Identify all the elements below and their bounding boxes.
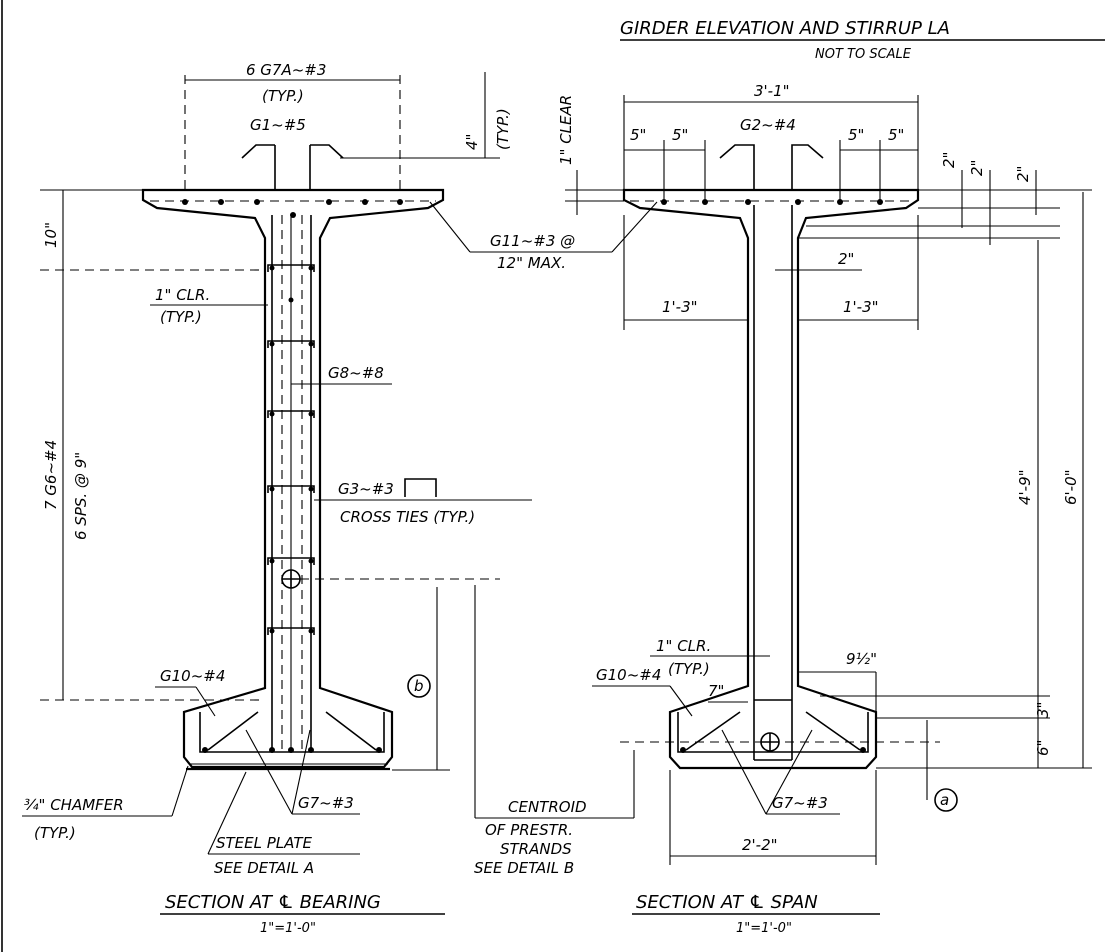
label-g6-spacing: 6 SPS. @ 9": [72, 452, 90, 540]
label-centroid-3: STRANDS: [500, 840, 572, 858]
title-section-span: SECTION AT ℄ SPAN: [636, 892, 818, 913]
label-right-clr: 1" CLR.: [656, 637, 711, 655]
label-d5-4: 5": [888, 126, 904, 144]
label-d2-a: 2": [940, 152, 958, 168]
span-g10-bar: [677, 712, 869, 753]
label-width-top: 3'-1": [754, 82, 790, 100]
label-left-clr-typ: (TYP.): [160, 308, 202, 326]
drawing-title: GIRDER ELEVATION AND STIRRUP LA: [620, 18, 950, 39]
marker-b-circle: [407, 674, 431, 698]
label-g1: G1~#5: [250, 116, 306, 134]
g1-bar-left: [241, 144, 276, 190]
label-chamfer: ¾" CHAMFER: [24, 796, 124, 814]
label-d7: 7": [708, 682, 724, 700]
label-d1-3-right: 1'-3": [843, 298, 879, 316]
label-d2-web: 2": [838, 250, 854, 268]
span-girder-outline: [622, 188, 920, 770]
label-d2-b: 2": [968, 160, 986, 176]
label-g6-count: 7 G6~#4: [42, 440, 60, 510]
label-d6: 6": [1034, 740, 1052, 756]
label-d6-0: 6'-0": [1062, 469, 1080, 505]
label-g11-max: 12" MAX.: [497, 254, 566, 272]
label-see-detail-a: SEE DETAIL A: [214, 859, 314, 877]
bearing-girder-outline: [141, 188, 445, 769]
label-d1-3-left: 1'-3": [662, 298, 698, 316]
label-4in: 4": [463, 134, 481, 150]
label-d4-9: 4'-9": [1016, 469, 1034, 505]
label-cross-ties: CROSS TIES (TYP.): [340, 508, 475, 526]
label-4in-typ: (TYP.): [494, 108, 512, 150]
label-left-g7: G7~#3: [298, 794, 354, 812]
label-d5-1: 5": [630, 126, 646, 144]
label-d3: 3": [1034, 702, 1052, 718]
drawing-subtitle: NOT TO SCALE: [815, 47, 912, 62]
label-g2: G2~#4: [740, 116, 796, 134]
label-g8: G8~#8: [328, 364, 384, 382]
marker-a-circle: [934, 788, 958, 812]
label-centroid-1: CENTROID: [508, 798, 587, 816]
label-d5-3: 5": [848, 126, 864, 144]
label-g7a-typ: (TYP.): [262, 87, 304, 105]
span-top-rebar-dots: [661, 199, 883, 205]
shared-annotations: G11~#3 @ 12" MAX. CENTROID OF PRESTR. ST…: [429, 201, 658, 877]
label-g11: G11~#3 @: [490, 232, 575, 250]
label-g3: G3~#3: [338, 480, 394, 498]
top-flange-rebar-dots: [182, 199, 403, 218]
label-left-g10: G10~#4: [160, 667, 225, 685]
section-span: 3'-1" 5" 5" 5" 5" G2~#4 1" CLEAR 2" 2" 2…: [557, 82, 1092, 936]
scale-section-bearing: 1"=1'-0": [260, 921, 316, 936]
scale-section-span: 1"=1'-0": [736, 921, 792, 936]
label-left-clr: 1" CLR.: [155, 286, 210, 304]
g2-bar-left: [719, 144, 755, 190]
label-centroid-2: OF PRESTR.: [485, 821, 573, 839]
label-width-bottom: 2'-2": [742, 836, 778, 854]
label-right-g7: G7~#3: [772, 794, 828, 812]
title-section-bearing: SECTION AT ℄ BEARING: [165, 892, 381, 913]
label-centroid-4: SEE DETAIL B: [474, 859, 574, 877]
label-10in: 10": [42, 222, 60, 248]
section-bearing: 6 G7A~#3 (TYP.) G1~#5 4" (TYP.) 10" 7 G6…: [22, 61, 532, 936]
cross-ties: [267, 264, 315, 635]
label-d2-c: 2": [1014, 166, 1032, 182]
label-a: a: [940, 791, 949, 809]
label-chamfer-typ: (TYP.): [34, 824, 76, 842]
label-right-clr-typ: (TYP.): [668, 660, 710, 678]
g1-bar-right: [309, 144, 344, 190]
label-right-g10: G10~#4: [596, 666, 661, 684]
g3-tie-symbol: [404, 478, 437, 497]
label-1in-clear: 1" CLEAR: [557, 95, 575, 165]
g2-bar-right: [791, 144, 824, 190]
g10-bar: [199, 712, 385, 753]
label-steel-plate: STEEL PLATE: [216, 834, 312, 852]
label-b: b: [414, 677, 424, 695]
label-g7a: 6 G7A~#3: [246, 61, 326, 79]
label-d5-2: 5": [672, 126, 688, 144]
label-d9-5: 9½": [846, 650, 877, 668]
